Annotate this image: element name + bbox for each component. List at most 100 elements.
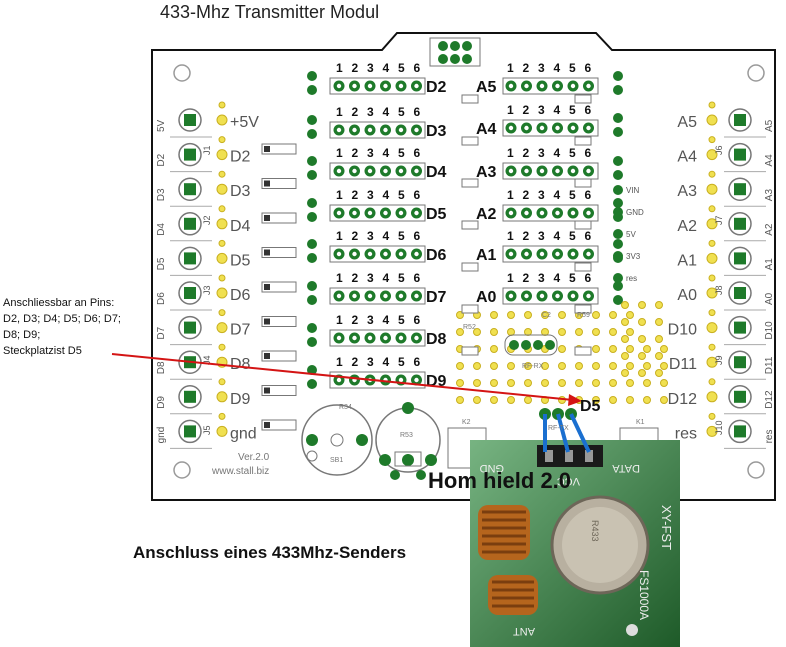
header-number: 4 bbox=[554, 188, 561, 202]
rf-tx-label: RF-TX bbox=[548, 425, 569, 432]
right-j-label: J6 bbox=[714, 145, 724, 155]
pad-hole bbox=[414, 293, 419, 299]
yellow-pad bbox=[708, 378, 716, 386]
center-pin-label-a1: A1 bbox=[476, 247, 497, 264]
pad-hole bbox=[336, 377, 342, 383]
left-vertical-label: D5 bbox=[156, 257, 167, 270]
right-pin-label: A3 bbox=[677, 183, 697, 200]
yellow-pad bbox=[216, 114, 228, 126]
perf-pad bbox=[626, 396, 634, 404]
page-title: 433-Mhz Transmitter Modul bbox=[160, 2, 380, 22]
header-number: 2 bbox=[523, 271, 530, 285]
right-pin-label: res bbox=[675, 425, 697, 442]
yellow-pad bbox=[218, 101, 226, 109]
pad-hole bbox=[336, 251, 342, 257]
header-number: 1 bbox=[507, 229, 514, 243]
header-number: 1 bbox=[507, 271, 514, 285]
pad-hole bbox=[539, 210, 545, 216]
header-number: 2 bbox=[352, 229, 359, 243]
left-pin-label: gnd bbox=[230, 425, 257, 442]
component-body bbox=[261, 350, 297, 362]
pad-hole bbox=[570, 251, 576, 257]
perf-pad bbox=[541, 379, 549, 387]
side-pad bbox=[307, 379, 317, 389]
power-pad bbox=[613, 207, 623, 217]
version-label: Ver.2.0 bbox=[238, 452, 270, 463]
pad-hole bbox=[414, 83, 419, 89]
resistor bbox=[574, 94, 592, 104]
perf-pad bbox=[626, 345, 634, 353]
header-number: 3 bbox=[367, 271, 374, 285]
pad-hole bbox=[508, 83, 514, 89]
side-pad bbox=[613, 295, 623, 305]
header-number: 4 bbox=[383, 105, 390, 119]
side-pad bbox=[307, 115, 317, 125]
pad-hole bbox=[414, 210, 419, 216]
side-pad bbox=[613, 239, 623, 249]
right-pin-label: D10 bbox=[668, 322, 697, 339]
header-number: 6 bbox=[585, 271, 592, 285]
pad-hole bbox=[586, 168, 591, 174]
right-pin-label: D12 bbox=[668, 391, 697, 408]
pad-hole bbox=[539, 125, 545, 131]
perf-pad bbox=[643, 362, 651, 370]
header-number: 5 bbox=[398, 146, 405, 160]
yellow-pad bbox=[706, 183, 718, 195]
left-vertical-label: D4 bbox=[156, 223, 167, 236]
perf-pad bbox=[456, 362, 464, 370]
header-number: 3 bbox=[367, 188, 374, 202]
pad-hole bbox=[586, 125, 591, 131]
pad-hole bbox=[570, 168, 576, 174]
mounting-hole bbox=[747, 64, 765, 82]
yellow-pad bbox=[708, 205, 716, 213]
header-number: 2 bbox=[352, 146, 359, 160]
power-pad bbox=[613, 273, 623, 283]
header-number: 3 bbox=[538, 229, 545, 243]
right-vertical-label: A1 bbox=[764, 258, 775, 271]
header-number: 1 bbox=[336, 355, 343, 369]
left-j-label: J3 bbox=[202, 285, 212, 295]
perf-pad bbox=[655, 318, 663, 326]
header-number: 4 bbox=[383, 355, 390, 369]
header-number: 3 bbox=[538, 103, 545, 117]
yellow-pad bbox=[706, 391, 718, 403]
header-number: 3 bbox=[538, 146, 545, 160]
side-pad bbox=[307, 170, 317, 180]
yellow-pad bbox=[216, 218, 228, 230]
side-pad bbox=[613, 113, 623, 123]
perf-pad bbox=[621, 301, 629, 309]
perf-pad bbox=[490, 311, 498, 319]
perf-pad bbox=[626, 379, 634, 387]
left-pin-label: D4 bbox=[230, 218, 251, 235]
perf-pad bbox=[541, 362, 549, 370]
perf-pad bbox=[524, 396, 532, 404]
header-number: 3 bbox=[538, 61, 545, 75]
perf-pad bbox=[490, 328, 498, 336]
side-pad bbox=[613, 85, 623, 95]
perf-pad bbox=[490, 396, 498, 404]
pad-hole bbox=[398, 83, 404, 89]
pad-hole bbox=[524, 83, 529, 89]
pad-hole bbox=[336, 127, 342, 133]
header-number: 2 bbox=[352, 61, 359, 75]
pointer-arrow bbox=[111, 353, 582, 406]
terminal-pad bbox=[734, 390, 746, 403]
pad-hole bbox=[524, 125, 529, 131]
header-number: 6 bbox=[414, 105, 421, 119]
resistor bbox=[461, 304, 479, 314]
header-number: 6 bbox=[414, 188, 421, 202]
yellow-pad bbox=[216, 183, 228, 195]
pad-hole bbox=[570, 210, 576, 216]
header-number: 1 bbox=[507, 146, 514, 160]
perf-pad bbox=[638, 335, 646, 343]
side-pad bbox=[613, 198, 623, 208]
header-number: 4 bbox=[383, 313, 390, 327]
pad-hole bbox=[383, 251, 388, 257]
side-pad bbox=[613, 156, 623, 166]
perf-pad bbox=[626, 328, 634, 336]
pad-hole bbox=[367, 83, 373, 89]
header-number: 6 bbox=[585, 61, 592, 75]
header-number: 5 bbox=[569, 61, 576, 75]
perf-pad bbox=[558, 379, 566, 387]
header-number: 5 bbox=[398, 105, 405, 119]
